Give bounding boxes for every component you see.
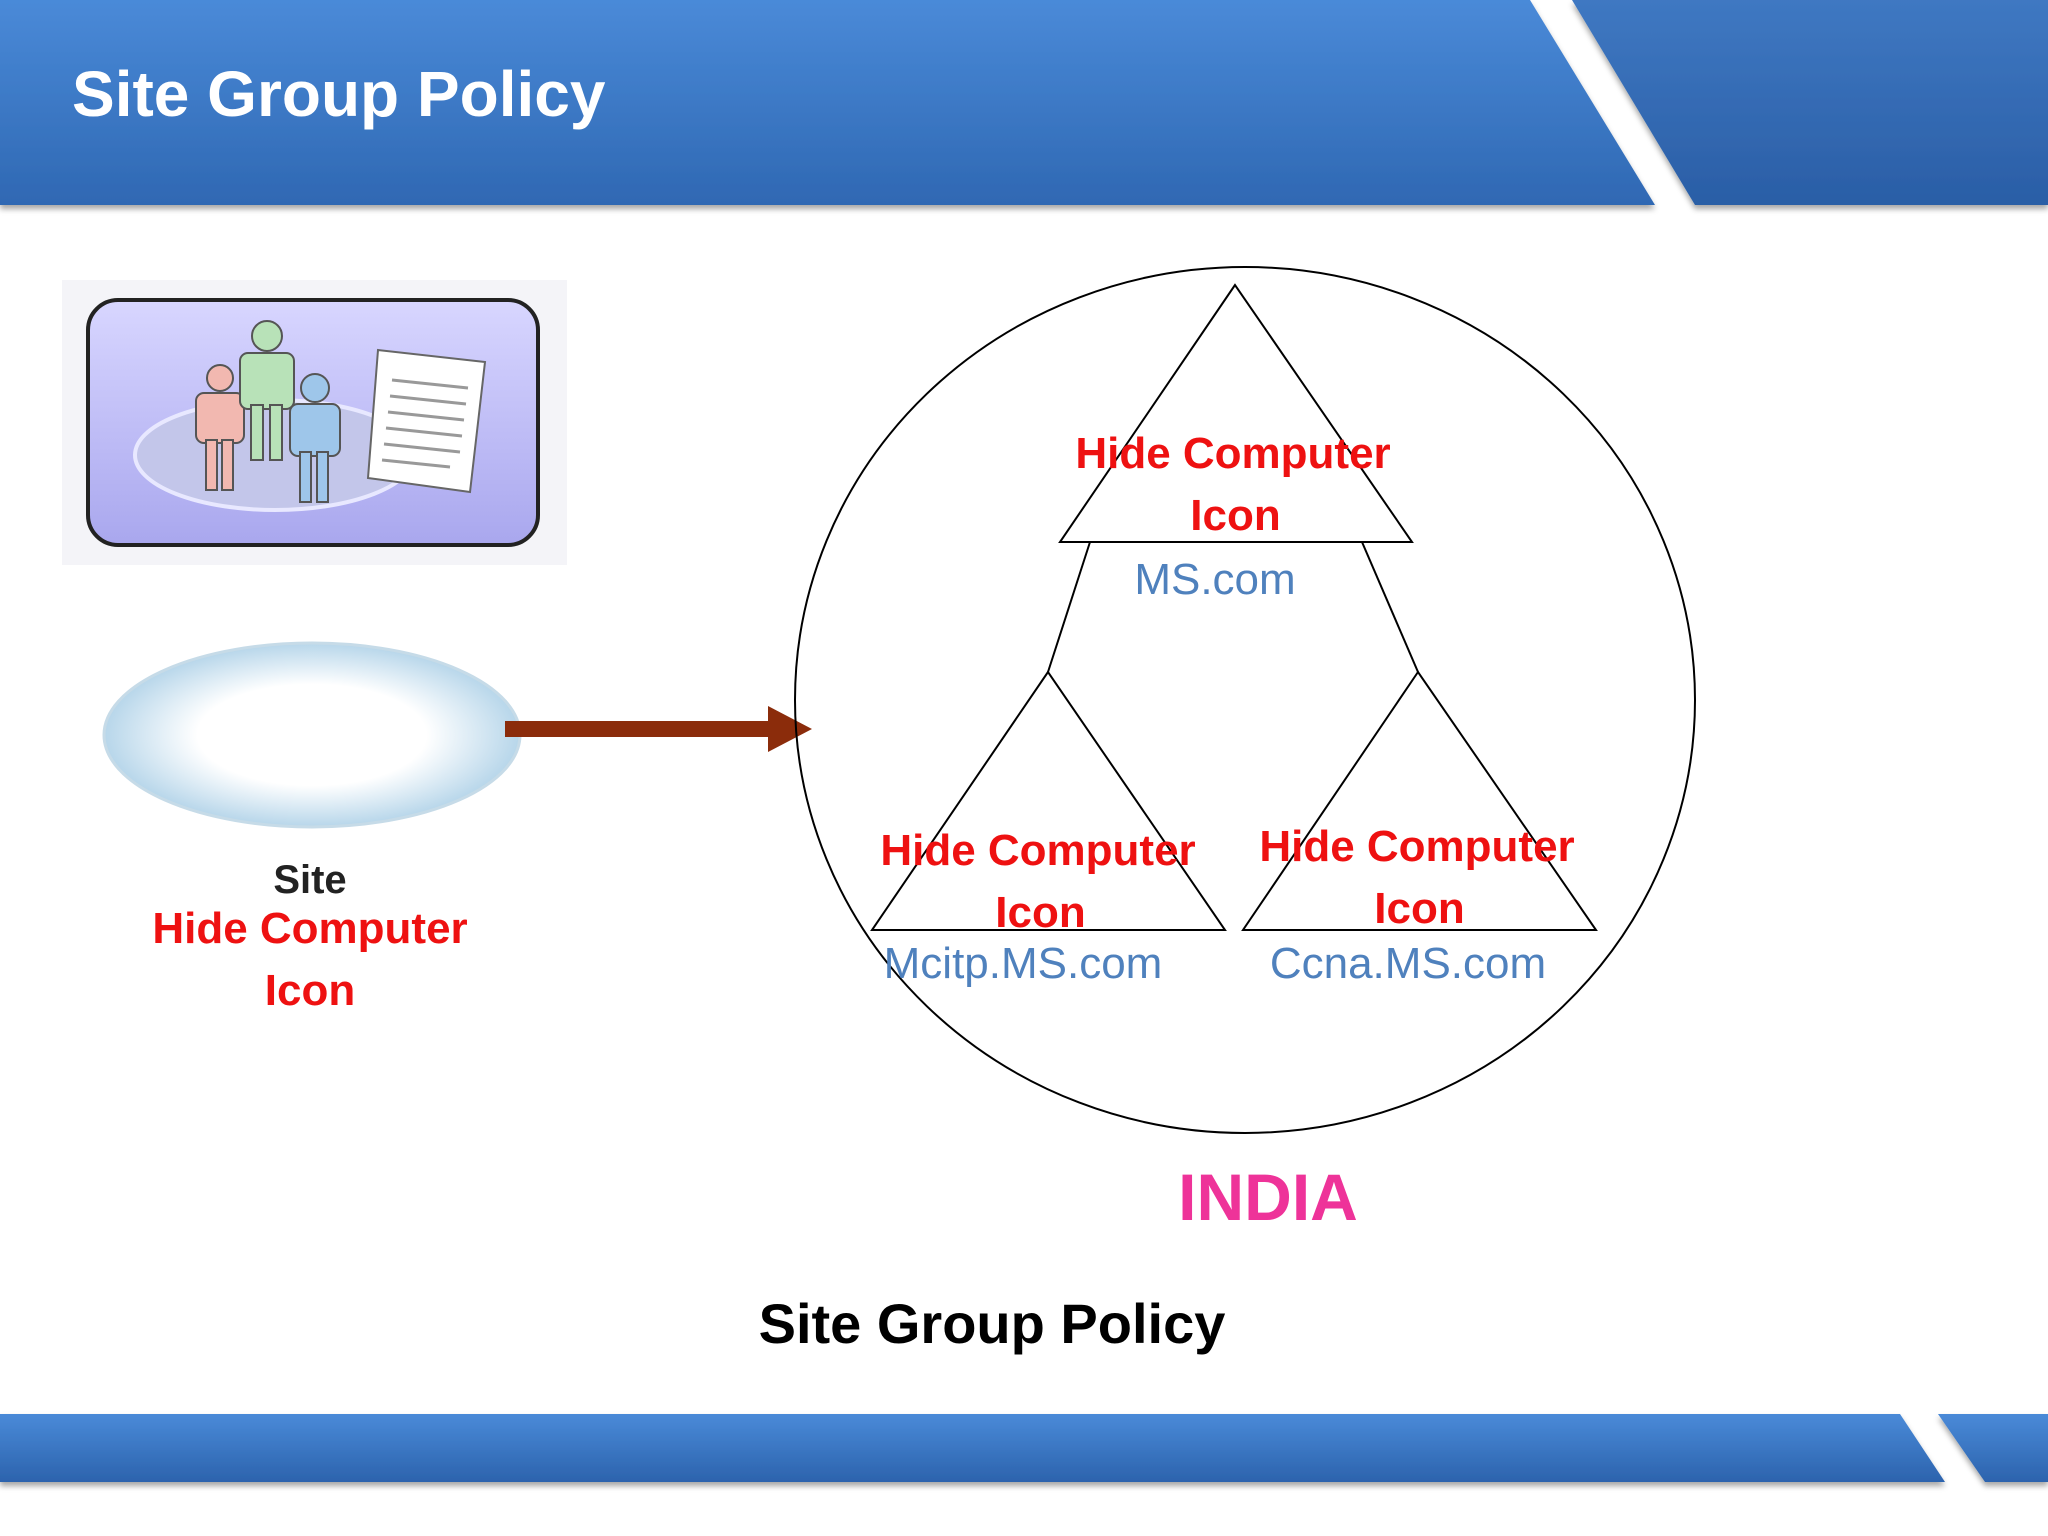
domain-label-mcitp: Mcitp.MS.com [883,939,1163,988]
header-bar [0,0,2048,205]
site-label: Site [273,858,347,902]
diagram-caption: Site Group Policy [758,1292,1226,1355]
site-policy-line1: Hide Computer [152,904,468,953]
ccna-policy-line2: Icon [1374,884,1465,933]
domain-triangle-mcitp [870,670,1227,931]
page-title: Site Group Policy [72,58,606,130]
ccna-policy-line1: Hide Computer [1259,822,1575,871]
ccna-policy-label: Hide Computer Icon [1217,816,1617,940]
site-ellipse-icon [102,641,522,829]
domain-label-ms: MS.com [1134,555,1296,604]
domain-label-ccna: Ccna.MS.com [1269,939,1547,988]
person-pink-icon [195,364,245,491]
footer-bar [0,1414,2048,1482]
domain-triangle-ccna [1241,670,1598,931]
ms-policy-line1: Hide Computer [1075,429,1391,478]
document-icon [366,348,487,494]
site-policy-line2: Icon [264,966,356,1015]
mcitp-policy-label: Hide Computer Icon [838,820,1238,944]
domain-tree-links [1047,541,1419,673]
country-circle [794,266,1696,1134]
site-policy-label: Hide Computer Icon [110,898,510,1022]
arrow-icon [505,706,812,752]
domain-triangle-ms [1058,283,1414,543]
ms-policy-line2: Icon [1190,491,1281,540]
mcitp-policy-line1: Hide Computer [880,826,1196,875]
ms-policy-label: Hide Computer Icon [1033,423,1433,547]
person-green-icon [239,320,295,461]
mcitp-policy-line2: Icon [995,888,1086,937]
person-blue-icon [289,373,341,503]
country-label: INDIA [1178,1160,1358,1234]
group-of-users-with-document-icon [62,280,567,565]
